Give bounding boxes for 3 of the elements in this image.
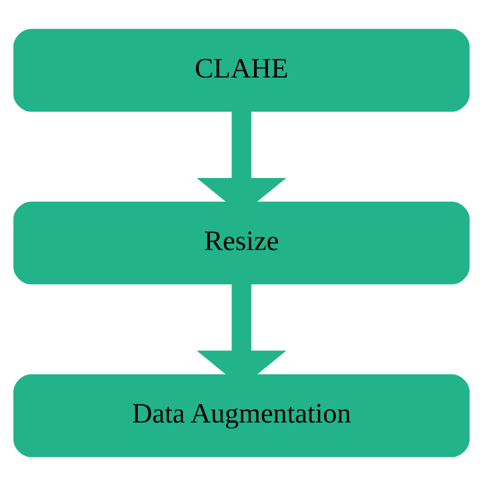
node-box: Resize [13,201,470,284]
node-box: CLAHE [13,28,470,112]
node-box: Data Augmentation [13,374,470,457]
